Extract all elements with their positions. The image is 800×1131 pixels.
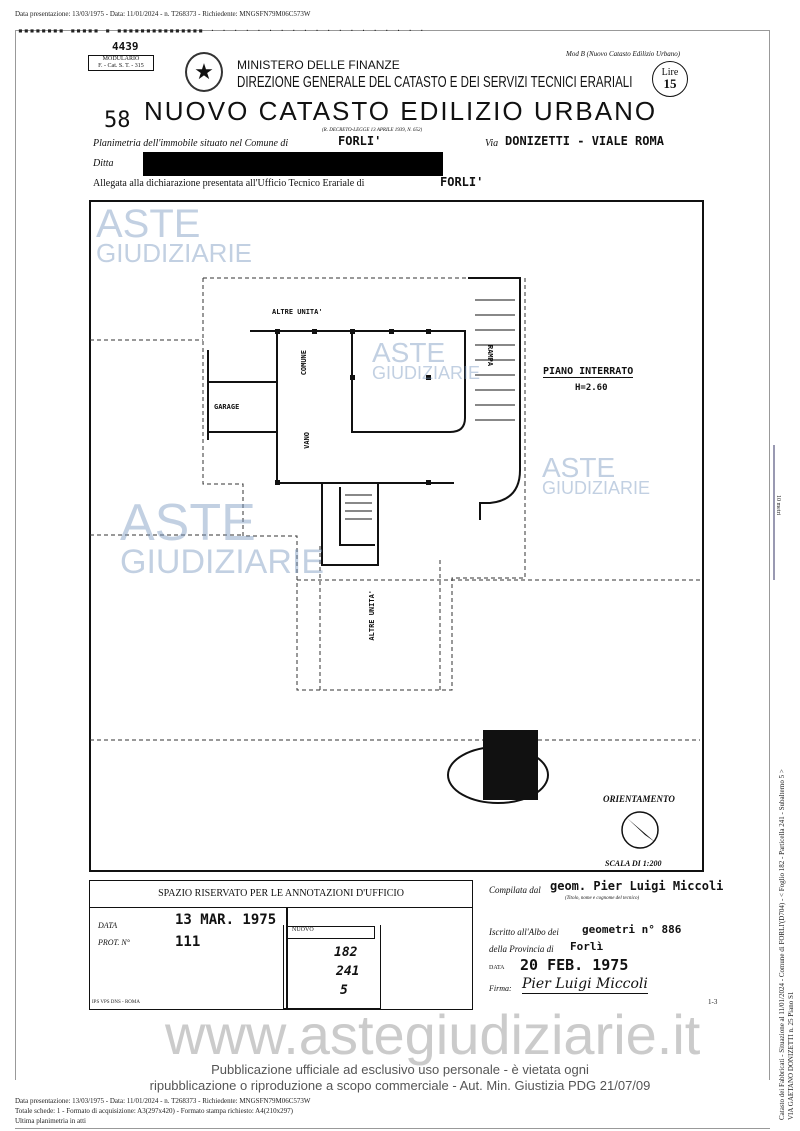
mod-label: Mod B (Nuovo Catasto Edilizio Urbano) — [566, 50, 681, 58]
page-mark: 1-3 — [708, 998, 718, 1006]
decree: (R. DECRETO-LEGGE 13 APRILE 1939, N. 652… — [322, 128, 423, 133]
compilata-value: geom. Pier Luigi Miccoli — [550, 879, 724, 893]
modulario-code: F. - Cat. S. T. - 315 — [98, 63, 144, 69]
wm-brand-top: ASTE — [372, 337, 446, 368]
notice-line-2: ripubblicazione o riproduzione a scopo c… — [149, 1078, 651, 1093]
floor-height: H=2.60 — [575, 383, 608, 393]
via-value: DONIZETTI - VIALE ROMA — [505, 134, 664, 148]
wm-brand-top: ASTE — [542, 452, 616, 483]
provincia-value: Forlì — [570, 940, 604, 953]
plan-label-vano: VANO — [303, 432, 311, 449]
side-line-1: Catasto dei Fabbricati - Situazione al 1… — [778, 769, 786, 1120]
office-stamp-box: NUOVO 182 241 5 — [283, 925, 381, 1009]
ditta-label: Ditta — [93, 158, 114, 169]
lire-value: 15 — [663, 76, 677, 91]
albo-label: Iscritto all'Albo dei — [489, 927, 559, 937]
ramp-lines — [345, 299, 515, 520]
planimetria-label: Planimetria dell'immobile situato nel Co… — [93, 138, 289, 149]
perforation-marks: ▪▪▪▪▪▪▪▪ ▪▪▪▪▪ ▪ ▪▪▪▪▪▪▪▪▪▪▪▪▪▪▪ · · · ·… — [18, 26, 426, 35]
office-data-label: DATA — [98, 921, 118, 930]
printer-mark: IPS VPS DNS - ROMA — [92, 1000, 140, 1005]
north-arrow-icon — [627, 818, 655, 842]
side-line-2: VIA GAETANO DONIZETTI n. 25 Piano S1 — [787, 991, 795, 1120]
floor-label: PIANO INTERRATO — [543, 366, 634, 378]
emblem-icon: ★ — [185, 52, 223, 92]
orientation-label: ORIENTAMENTO — [603, 794, 675, 804]
comune-value: FORLI' — [338, 134, 382, 148]
publication-notice: Pubblicazione ufficiale ad esclusivo uso… — [100, 1062, 700, 1094]
foglio-value: 182 — [334, 945, 358, 960]
compass-circle — [621, 811, 659, 849]
page-frame — [15, 30, 770, 1080]
signature: Pier Luigi Miccoli — [522, 976, 648, 994]
plan-label-altre-unita-top: ALTRE UNITA' — [272, 308, 323, 316]
subalterno-value: 5 — [340, 983, 348, 998]
wm-brand-bottom: GIUDIZIARIE — [96, 238, 253, 268]
top-metadata: Data presentazione: 13/03/1975 - Data: 1… — [15, 10, 311, 18]
footer-rule — [15, 1128, 770, 1129]
wm-brand-bottom: GIUDIZIARIE — [372, 363, 481, 384]
lire-label: Lire — [661, 67, 679, 78]
scale-label: SCALA DI 1:200 — [605, 859, 662, 868]
allegata-label: Allegata alla dichiarazione presentata a… — [93, 178, 365, 189]
stamp-photo — [483, 730, 538, 800]
compilata-label: Compilata dal — [489, 885, 541, 895]
pillars — [275, 329, 431, 485]
ministry: MINISTERO DELLE FINANZE — [237, 58, 400, 72]
albo-value: geometri n° 886 — [582, 923, 682, 936]
plan-label-rampa: RAMPA — [486, 345, 494, 367]
sheet-number: 58 — [104, 108, 131, 133]
wm-brand-bottom: GIUDIZIARIE — [120, 542, 325, 581]
particella-value: 241 — [336, 964, 360, 979]
wm-brand-bottom: GIUDIZIARIE — [542, 478, 651, 499]
watermark-site: www.astegiudiziarie.it — [165, 1003, 701, 1066]
provincia-label: della Provincia di — [489, 944, 554, 954]
side-metadata: Catasto dei Fabbricati - Situazione al 1… — [778, 700, 796, 1120]
modulario-label: MODULARIO — [102, 56, 140, 62]
wm-brand-top: ASTE — [96, 202, 201, 246]
office-title: SPAZIO RISERVATO PER LE ANNOTAZIONI D'UF… — [90, 881, 472, 908]
redaction-block — [143, 152, 443, 176]
plan-area — [89, 200, 704, 872]
wm-brand-top: ASTE — [120, 494, 256, 552]
footer-line-3: Ultima planimetria in atti — [15, 1117, 86, 1125]
modulario-box: MODULARIO F. - Cat. S. T. - 315 — [88, 55, 154, 71]
plan-label-altre-unita-bottom: ALTRE UNITA' — [368, 590, 376, 641]
ufficio-value: FORLI' — [440, 175, 484, 189]
compiler-data-label: DATA — [489, 965, 505, 971]
office-prot-label: PROT. N° — [98, 938, 130, 947]
direction: DIREZIONE GENERALE DEL CATASTO E DEI SER… — [237, 74, 633, 91]
plan-label-garage: GARAGE — [214, 403, 240, 411]
compilata-hint: (Titolo, nome e cognome del tecnico) — [565, 896, 640, 901]
via-label: Via — [485, 138, 499, 149]
dashed-outline — [90, 277, 700, 741]
lire-stamp: Lire 15 — [652, 61, 688, 97]
footer-line-1: Data presentazione: 13/03/1975 - Data: 1… — [15, 1097, 311, 1105]
scale-bar-label: 10 metri — [775, 495, 781, 516]
stamp-head: NUOVO — [287, 926, 375, 939]
handwritten-ref: 4439 — [112, 40, 139, 53]
office-data-value: 13 MAR. 1975 — [175, 912, 277, 928]
plan-label-comune: COMUNE — [300, 350, 308, 376]
footer-line-2: Totale schede: 1 - Formato di acquisizio… — [15, 1107, 293, 1115]
document-title: NUOVO CATASTO EDILIZIO URBANO — [144, 96, 658, 126]
office-prot-value: 111 — [175, 934, 201, 950]
notice-line-1: Pubblicazione ufficiale ad esclusivo uso… — [211, 1062, 589, 1077]
office-annotations-box: SPAZIO RISERVATO PER LE ANNOTAZIONI D'UF… — [89, 880, 473, 1010]
compiler-data-value: 20 FEB. 1975 — [520, 956, 629, 974]
firma-label: Firma: — [489, 984, 512, 993]
